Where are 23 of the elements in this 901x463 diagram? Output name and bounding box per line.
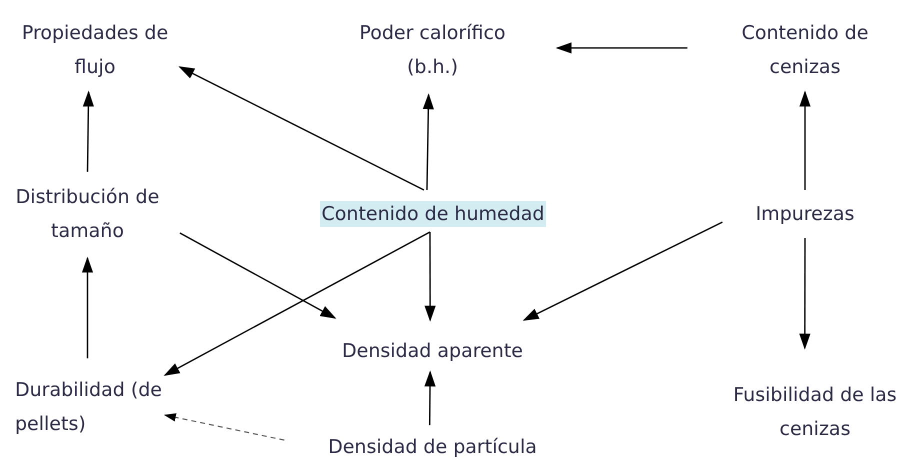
- arrow: [164, 231, 430, 376]
- arrow: [82, 90, 94, 172]
- arrow: [799, 238, 810, 350]
- arrow: [422, 93, 434, 190]
- arrow: [522, 221, 723, 321]
- node-label: Propiedades de flujo: [20, 20, 170, 80]
- arrow: [180, 232, 336, 319]
- node-label: Contenido de humedad: [320, 200, 546, 228]
- node-label: Impurezas: [756, 202, 854, 227]
- node-label: Poder calorífico (b.h.): [358, 20, 507, 80]
- node-label: Durabilidad (de pellets): [15, 378, 163, 437]
- node-label: Distribución de tamaño: [14, 184, 160, 244]
- node-label: Densidad aparente: [342, 338, 523, 364]
- dashed-arrow: [164, 413, 284, 441]
- arrow: [424, 370, 436, 426]
- arrow: [799, 90, 811, 190]
- arrow: [82, 256, 94, 358]
- arrow: [556, 42, 688, 54]
- node-label: Fusibilidad de las cenizas: [732, 382, 898, 442]
- arrow: [178, 66, 424, 191]
- node-label: Contenido de cenizas: [740, 20, 870, 80]
- node-label: Densidad de partícula: [328, 434, 537, 460]
- arrow: [424, 232, 436, 322]
